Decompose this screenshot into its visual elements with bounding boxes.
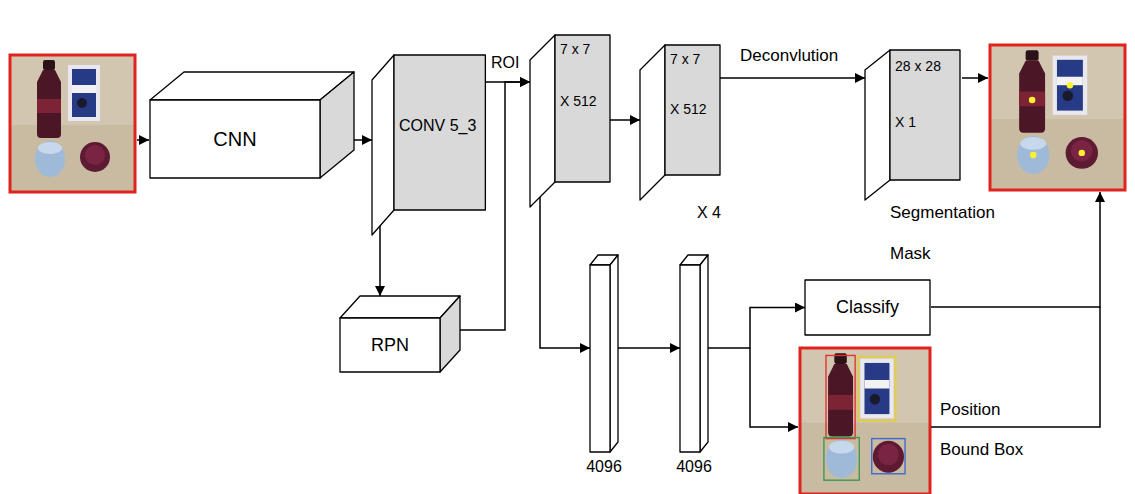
flow-arrow (540, 197, 590, 348)
box-top-face (150, 72, 354, 100)
bbox-rect (858, 357, 895, 421)
box-front-face (590, 265, 610, 452)
box-front-face (150, 100, 320, 178)
fc-layer: 4096 (680, 255, 708, 452)
annotation-label: Segmentation (890, 203, 995, 223)
bbox-rect (872, 439, 905, 474)
box-side-face (440, 296, 460, 372)
mask-map: 28 x 28 X 1 (865, 50, 960, 200)
conv-feature-map: 7 x 7 X 512 (640, 45, 720, 200)
block-label: Classify (836, 297, 899, 318)
flow-arrow (962, 77, 988, 79)
annotation-label: Mask (890, 244, 931, 264)
flow-arrow (708, 308, 805, 349)
annotation-label: X 4 (697, 204, 721, 222)
block-shape (340, 296, 460, 372)
slab-side-face (640, 45, 665, 200)
layer-size: 4096 (676, 458, 712, 476)
block-shape (530, 35, 610, 207)
block-label: RPN (371, 335, 409, 356)
annotation-label: Bound Box (940, 440, 1023, 460)
mask-dot (1029, 97, 1035, 103)
block-label: X 1 (895, 114, 958, 130)
block-label: CONV 5_3 (399, 117, 483, 135)
box-front-face (680, 265, 700, 452)
flow-arrow (354, 139, 372, 141)
block-shape (640, 45, 720, 200)
output-photo (990, 45, 1125, 190)
slab-side-face (372, 55, 394, 235)
flow-arrow (720, 77, 865, 79)
box-side-face (700, 255, 708, 452)
feature-map: CONV 5_3 (372, 55, 485, 235)
layer-size: 4096 (586, 458, 622, 476)
edge-label: Deconvlution (738, 46, 840, 66)
slab-front-face (555, 35, 610, 182)
slab-front-face (665, 45, 720, 175)
block-label: 28 x 28 (895, 58, 958, 74)
mask-dot (1067, 82, 1073, 88)
fc-layer: 4096 (590, 255, 618, 452)
flow-arrow (137, 139, 149, 141)
rpn-block: RPN (340, 296, 460, 372)
cnn-block: CNN (150, 72, 354, 178)
slab-front-face (394, 55, 485, 210)
bbox-rect (824, 438, 859, 481)
flow-arrow (750, 348, 798, 427)
bbox-scene (800, 348, 930, 494)
slab-front-face (890, 50, 960, 180)
box-side-face (320, 72, 354, 178)
mask-dot (1079, 150, 1085, 156)
flow-arrow (485, 81, 530, 83)
photo-frame (990, 45, 1125, 190)
roi-feature-map: 7 x 7 X 512 (530, 35, 610, 207)
box-front-face (340, 318, 440, 372)
output-scene (990, 45, 1125, 190)
flow-line (931, 307, 1100, 427)
block-label: X 512 (560, 93, 608, 109)
box-outline (805, 280, 930, 335)
block-shape (150, 72, 354, 178)
mask-dot (1030, 152, 1036, 158)
block-label: CNN (213, 128, 256, 151)
block-label: 7 x 7 (560, 41, 608, 57)
photo-frame (800, 348, 930, 494)
input-photo (10, 55, 135, 192)
box-top-face (340, 296, 460, 318)
edge-label: ROI (489, 54, 521, 72)
block-shape (372, 55, 485, 235)
block-label: X 512 (670, 101, 718, 117)
block-shape (680, 255, 708, 452)
flow-arrow (610, 119, 640, 121)
photo-frame (10, 55, 135, 192)
flow-arrow (618, 347, 680, 349)
box-side-face (610, 255, 618, 452)
block-shape (590, 255, 618, 452)
classify-box: Classify (805, 280, 930, 335)
block-label: 7 x 7 (670, 51, 718, 67)
flow-arrow (379, 226, 381, 296)
bbox-photo (800, 348, 930, 494)
bbox-rect (826, 355, 855, 438)
slab-side-face (865, 50, 890, 200)
annotation-label: Position (940, 400, 1000, 420)
slab-side-face (530, 35, 555, 207)
